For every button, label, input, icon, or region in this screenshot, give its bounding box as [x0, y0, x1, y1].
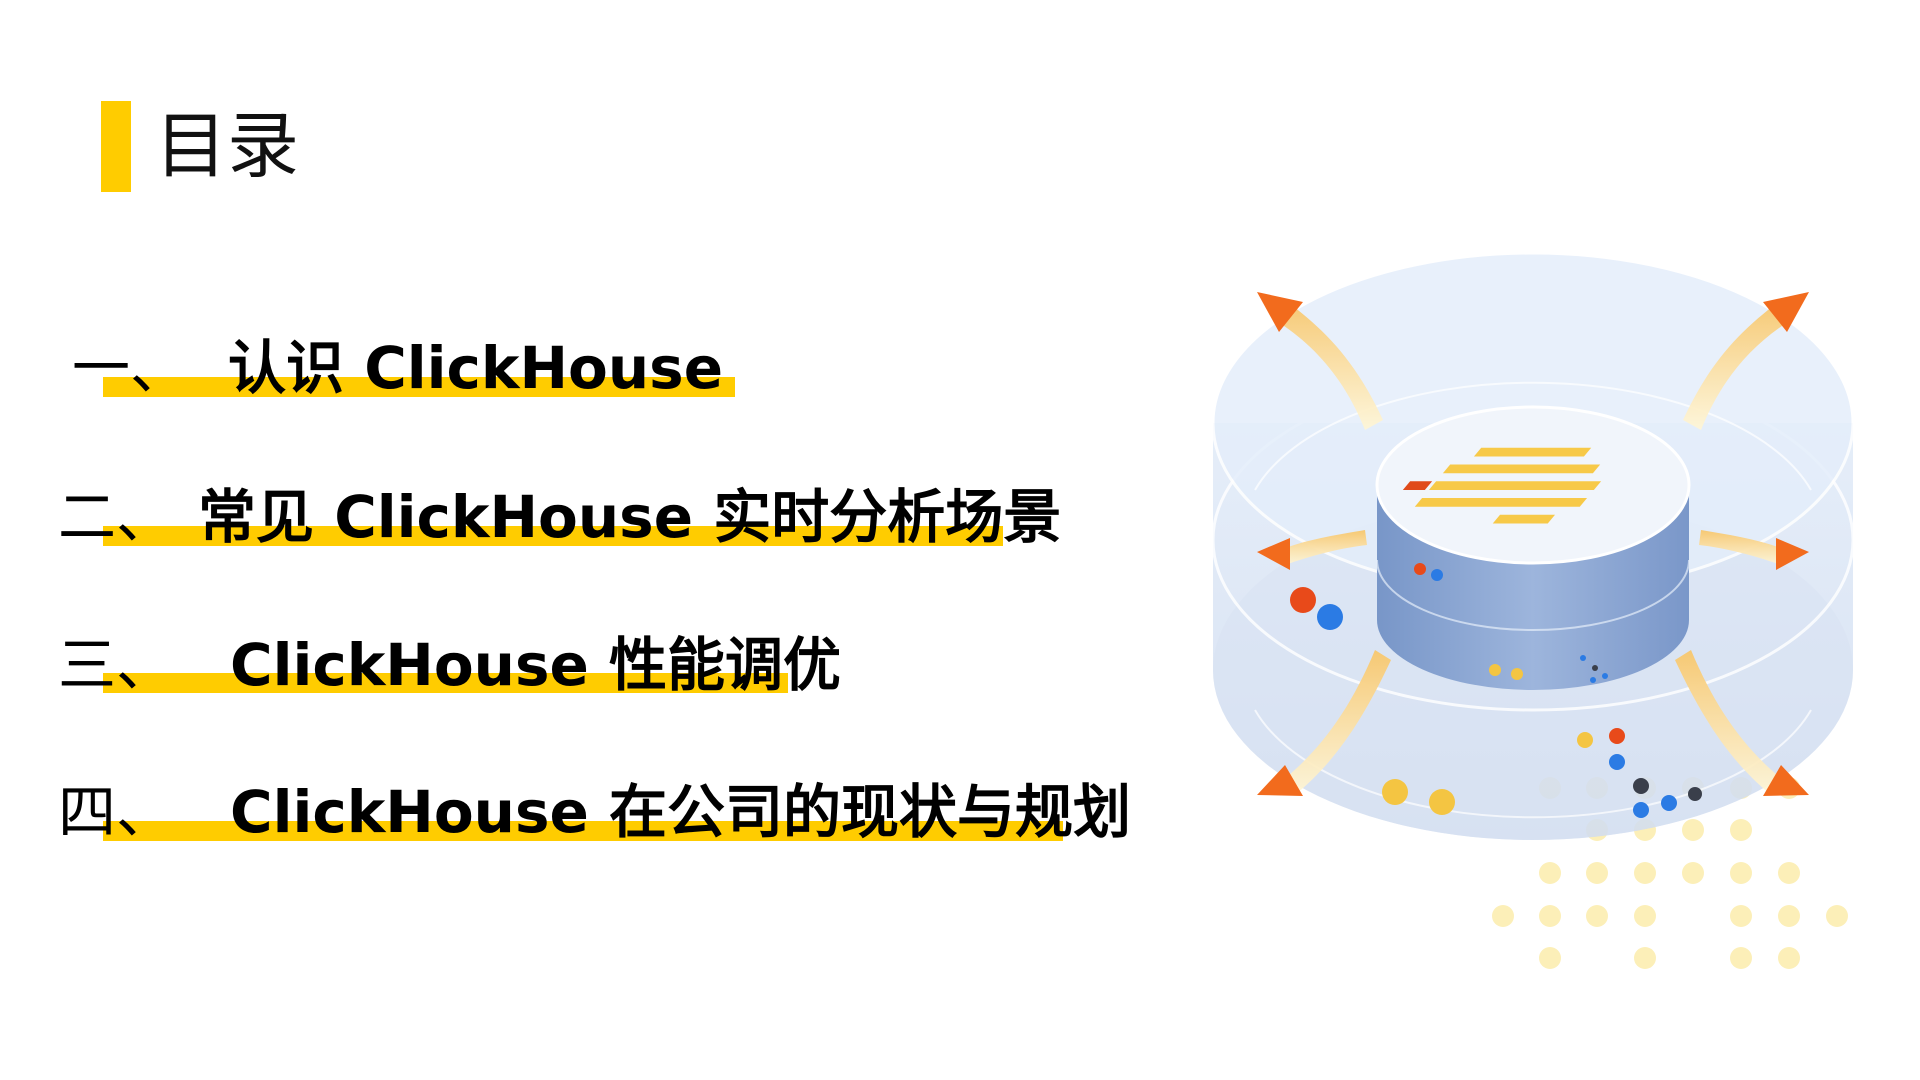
toc-number: 二、 [58, 483, 175, 551]
toc-number: 三、 [58, 631, 175, 699]
scatter-dots [1290, 587, 1702, 818]
toc-number: 四、 [58, 778, 175, 846]
database-cylinder-icon [1211, 251, 1855, 969]
toc-label: ClickHouse 性能调优 [230, 631, 842, 699]
toc-item-3[interactable]: 三、 ClickHouse 性能调优 [0, 625, 900, 705]
toc-label: 常见 ClickHouse 实时分析场景 [198, 483, 1062, 551]
toc-label: 认识 ClickHouse [228, 334, 724, 402]
page-title: 目录 [155, 104, 300, 188]
toc-item-4[interactable]: 四、 ClickHouse 在公司的现状与规划 [0, 772, 1150, 852]
title-accent-bar [101, 101, 131, 192]
toc-highlight [103, 673, 788, 693]
inner-cylinder [1375, 405, 1691, 690]
toc-number: 一、 [72, 334, 189, 402]
toc-label: ClickHouse 在公司的现状与规划 [230, 778, 1132, 846]
toc-highlight [103, 377, 735, 397]
toc-item-1[interactable]: 一、认识 ClickHouse [0, 328, 800, 408]
toc-highlight [103, 526, 1003, 546]
toc-item-2[interactable]: 二、常见 ClickHouse 实时分析场景 [0, 477, 1100, 557]
toc-highlight [103, 821, 1063, 841]
arrow-group [1257, 292, 1809, 796]
